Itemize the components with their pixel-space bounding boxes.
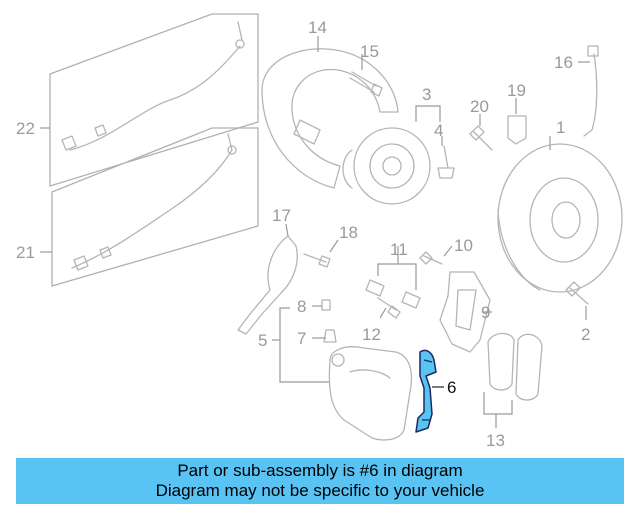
leader-5-bracket	[279, 307, 330, 383]
harness-clips-21	[73, 246, 112, 271]
banner-line-2: Diagram may not be specific to your vehi…	[155, 481, 485, 500]
callout-14: 14	[308, 18, 327, 37]
callout-8: 8	[297, 297, 306, 316]
callout-18: 18	[339, 223, 358, 242]
leader-17	[285, 223, 289, 237]
splash-shield-14	[261, 36, 399, 189]
leader-11	[377, 263, 417, 290]
bracket-17	[237, 223, 298, 335]
harness-box-22	[49, 13, 259, 187]
brake-pads-13	[483, 332, 543, 428]
callout-2: 2	[581, 325, 590, 344]
bolt-20	[469, 114, 493, 151]
leader-18	[329, 239, 339, 253]
callout-22: 22	[16, 119, 35, 138]
callout-4: 4	[434, 121, 443, 140]
leader-13	[483, 392, 513, 415]
callout-3: 3	[422, 85, 431, 104]
callout-5: 5	[258, 331, 267, 350]
sensor-tip-21	[227, 145, 237, 155]
callout-12: 12	[362, 325, 381, 344]
cap-7	[312, 329, 337, 343]
sensor-tip-22	[235, 39, 245, 49]
callout-13: 13	[486, 431, 505, 450]
bleeder-8	[312, 299, 331, 311]
bolt-2	[565, 281, 589, 320]
harness-wire-22	[69, 45, 241, 151]
harness-clips-22	[61, 124, 107, 151]
part-info-banner: Part or sub-assembly is #6 in diagram Di…	[16, 458, 624, 504]
banner-line-1: Part or sub-assembly is #6 in diagram	[177, 461, 463, 480]
brake-hose-16	[578, 45, 599, 137]
harness-group-21	[51, 127, 259, 287]
brake-rotor-1	[497, 136, 623, 293]
callout-20: 20	[470, 97, 489, 116]
sensor-stem-22	[237, 21, 243, 41]
leader-10	[443, 245, 453, 257]
callout-17: 17	[272, 206, 291, 225]
callout-21: 21	[16, 243, 35, 262]
spring-clip-6	[415, 349, 444, 433]
callout-10: 10	[454, 236, 473, 255]
guide-pin-12	[377, 297, 401, 319]
callout-6: 6	[447, 378, 456, 397]
guide-pins-11	[365, 246, 421, 309]
bolt-18	[303, 239, 339, 268]
bolt-15	[349, 54, 383, 97]
harness-box-21	[51, 127, 259, 287]
caliper-5	[272, 307, 413, 441]
sensor-19	[507, 98, 527, 145]
exploded-parts-diagram: 1 2 3 4 5 6 7 8 9 10 11 12 13 14 15 16 1…	[16, 13, 623, 450]
leader-12	[379, 307, 387, 319]
leader-3	[415, 105, 441, 122]
harness-wire-21	[71, 149, 233, 269]
callout-16: 16	[554, 53, 573, 72]
sensor-stem-21	[227, 133, 233, 151]
callout-19: 19	[507, 81, 526, 100]
callout-1: 1	[556, 118, 565, 137]
bolt-10	[419, 245, 453, 265]
spring-clip-6-shape	[415, 349, 437, 433]
callout-15: 15	[360, 42, 379, 61]
callout-7: 7	[297, 329, 306, 348]
harness-group-22	[49, 13, 259, 187]
callout-9: 9	[481, 303, 490, 322]
hub-bearing-3	[342, 105, 441, 205]
caliper-carrier-9	[439, 271, 492, 353]
callout-11: 11	[390, 240, 408, 259]
bolt-4	[437, 136, 455, 179]
